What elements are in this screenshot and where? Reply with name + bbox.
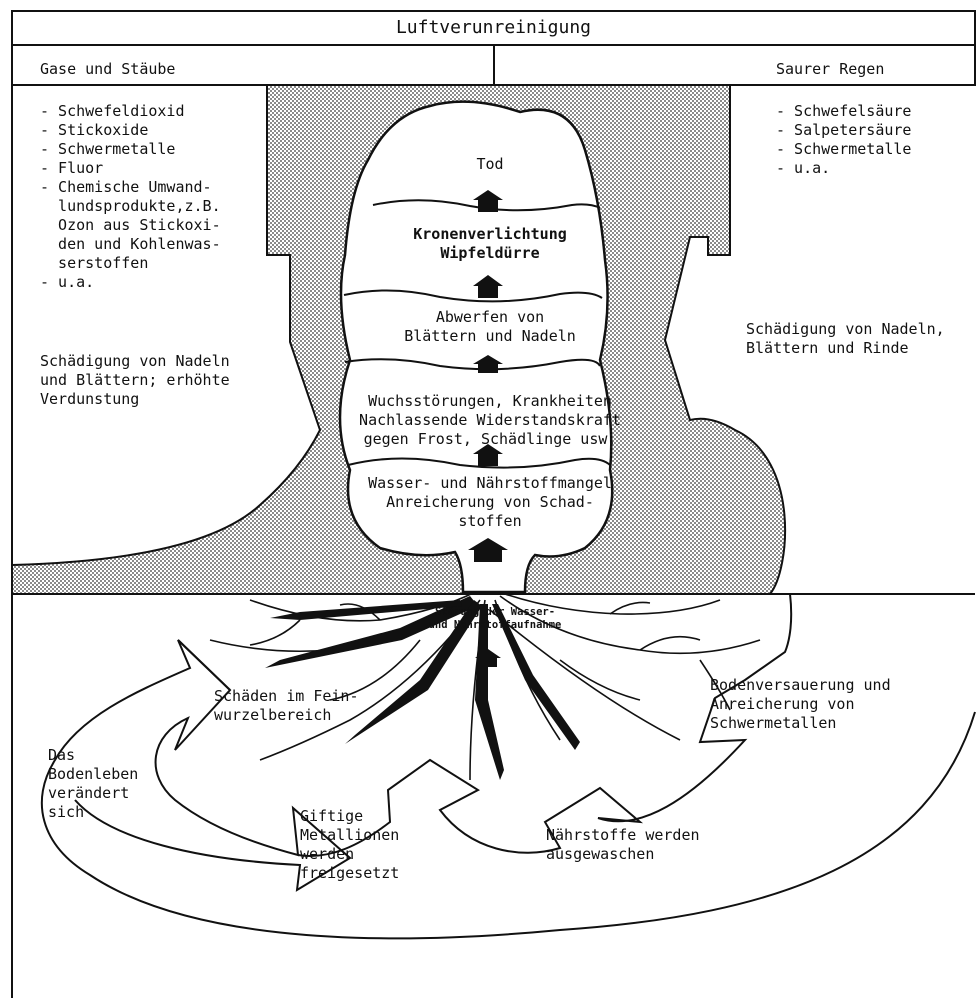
stage-shedding-line: Abwerfen von xyxy=(360,308,620,327)
left-section-label: Gase und Stäube xyxy=(40,60,175,79)
toxic-ions-line: Metallionen xyxy=(300,826,399,845)
stage-deficiency-line: Wasser- und Nährstoffmangel xyxy=(340,474,640,493)
nutrients-leached-line: ausgewaschen xyxy=(546,845,654,864)
acid-rain-effect-line: Blättern und Rinde xyxy=(746,339,909,358)
gases-effect-line: Verdunstung xyxy=(40,390,139,409)
acid-rain-list-item: - Schwefelsäure xyxy=(776,102,911,121)
toxic-ions-line: werden xyxy=(300,845,354,864)
stage-growth-disorders-line: Nachlassende Widerstandskraft xyxy=(340,411,640,430)
soil-acidification-line: Anreicherung von xyxy=(710,695,855,714)
root-label-line: Störung der Wasser- xyxy=(420,606,570,619)
stage-growth-disorders-line: Wuchsstörungen, Krankheiten xyxy=(340,392,640,411)
stage-deficiency-line: stoffen xyxy=(340,512,640,531)
acid-rain-list-item: - Salpetersäure xyxy=(776,121,911,140)
gases-list-item: lundsprodukte,z.B. xyxy=(40,197,221,216)
gases-list-item: serstoffen xyxy=(40,254,148,273)
gases-list-item: Ozon aus Stickoxi- xyxy=(40,216,221,235)
stage-crown-thinning-line: Kronenverlichtung xyxy=(360,225,620,244)
gases-list-item: - Schwefeldioxid xyxy=(40,102,185,121)
stage-growth-disorders-line: gegen Frost, Schädlinge usw. xyxy=(340,430,640,449)
soil-acidification-line: Bodenversauerung und xyxy=(710,676,891,695)
acid-rain-list-item: - u.a. xyxy=(776,159,830,178)
gases-effect-line: und Blättern; erhöhte xyxy=(40,371,230,390)
nutrients-leached-line: Nährstoffe werden xyxy=(546,826,700,845)
gases-list-item: - Schwermetalle xyxy=(40,140,175,159)
gases-list-item: den und Kohlenwas- xyxy=(40,235,221,254)
page-title: Luftverunreinigung xyxy=(12,17,975,39)
soil-life-line: Das xyxy=(48,746,75,765)
fine-roots-line: Schäden im Fein- xyxy=(214,687,359,706)
toxic-ions-line: Giftige xyxy=(300,807,363,826)
stage-deficiency-line: Anreicherung von Schad- xyxy=(340,493,640,512)
gases-effect-line: Schädigung von Nadeln xyxy=(40,352,230,371)
fine-roots-line: wurzelbereich xyxy=(214,706,331,725)
stage-death: Tod xyxy=(390,155,590,174)
acid-rain-effect-line: Schädigung von Nadeln, xyxy=(746,320,945,339)
stage-crown-thinning-line: Wipfeldürre xyxy=(360,244,620,263)
root-label-line: und Nährstoffaufnahme xyxy=(420,619,570,632)
gases-list-item: - Chemische Umwand- xyxy=(40,178,212,197)
acid-rain-list-item: - Schwermetalle xyxy=(776,140,911,159)
right-section-label: Saurer Regen xyxy=(776,60,884,79)
soil-life-line: sich xyxy=(48,803,84,822)
gases-list-item: - Fluor xyxy=(40,159,103,178)
soil-life-line: verändert xyxy=(48,784,129,803)
toxic-ions-line: freigesetzt xyxy=(300,864,399,883)
gases-list-item: - Stickoxide xyxy=(40,121,148,140)
stage-shedding-line: Blättern und Nadeln xyxy=(360,327,620,346)
soil-life-line: Bodenleben xyxy=(48,765,138,784)
gases-list-item: - u.a. xyxy=(40,273,94,292)
soil-acidification-line: Schwermetallen xyxy=(710,714,836,733)
